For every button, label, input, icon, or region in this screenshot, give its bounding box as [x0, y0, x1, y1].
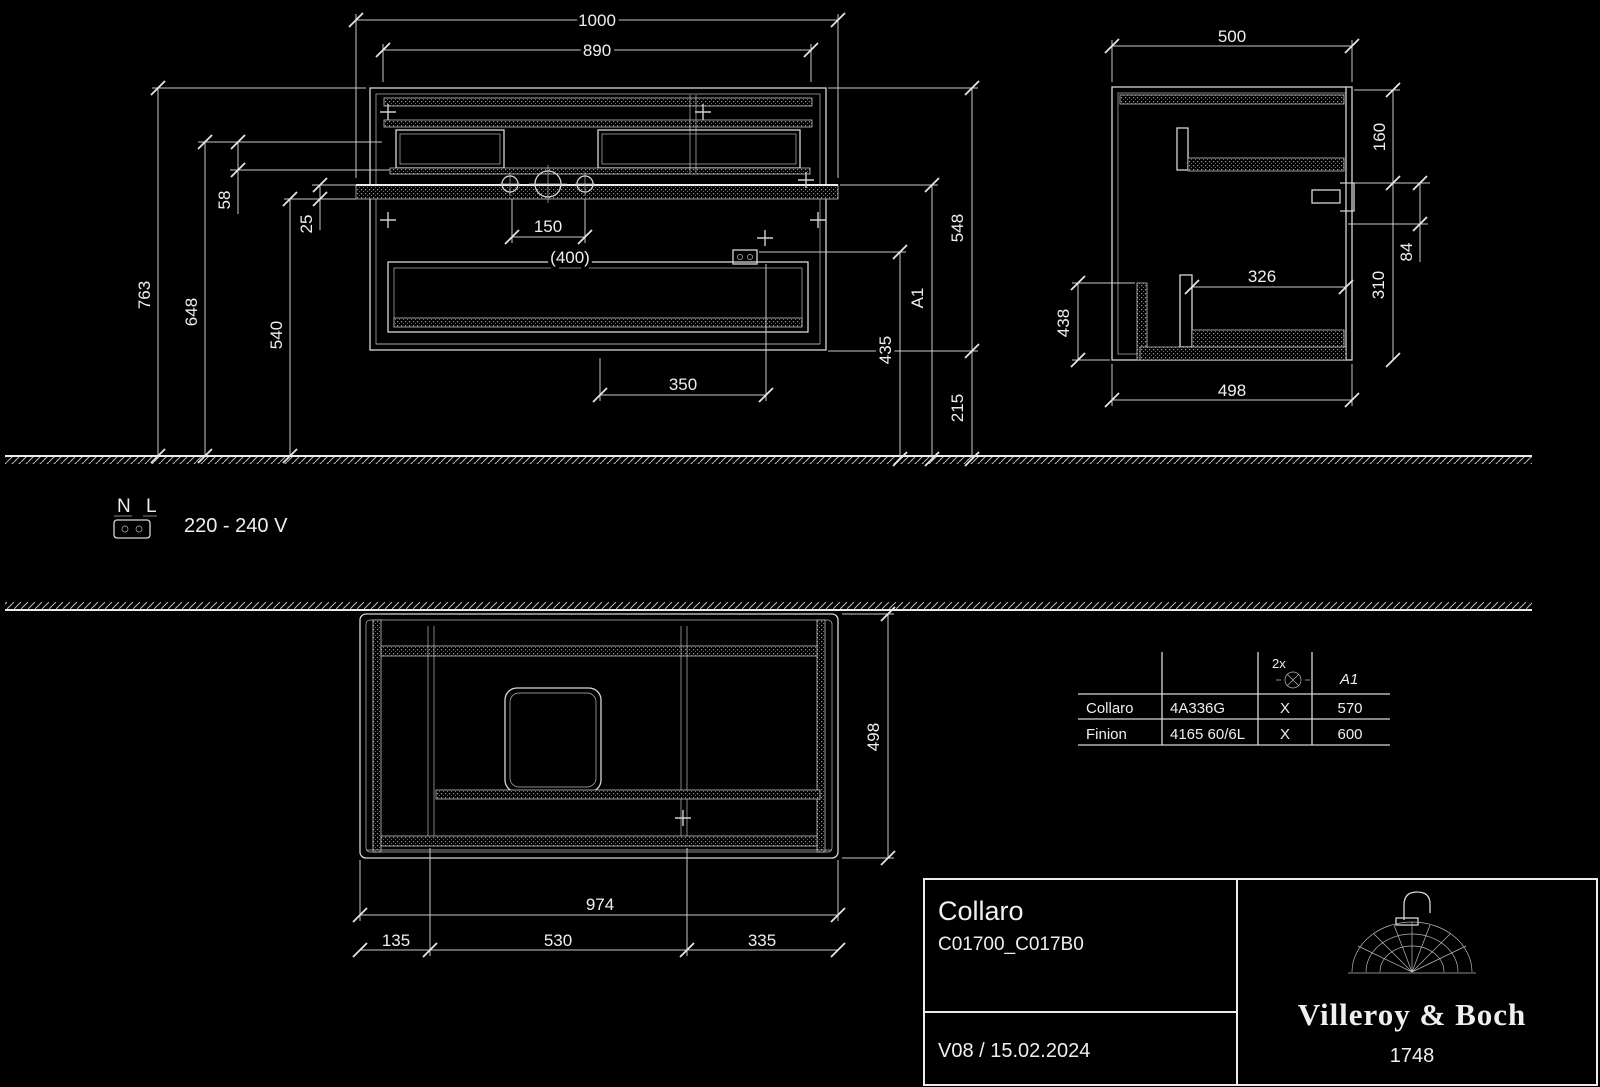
label-l: L — [146, 496, 157, 517]
dim-right-bracket: 84 — [1397, 243, 1416, 262]
basin-bowl — [504, 687, 602, 793]
table-row1-name: Collaro — [1086, 700, 1134, 717]
dim-seg-mid: 530 — [544, 931, 572, 950]
dim-seg-right: 335 — [748, 931, 776, 950]
product-codes: C01700_C017B0 — [938, 934, 1084, 955]
dim-total-height: 763 — [135, 281, 154, 309]
title-block: Collaro C01700_C017B0 V08 / 15.02.2024 V… — [923, 878, 1598, 1086]
drain-icon — [529, 165, 567, 203]
dim-outlet-height: 435 — [876, 336, 895, 364]
floor-line — [5, 455, 1532, 464]
screw-icon — [1276, 671, 1310, 689]
power-outlet-icon — [732, 249, 758, 265]
dim-ref-400: (400) — [550, 248, 590, 267]
side-view: 500 160 84 310 326 438 498 — [1051, 24, 1430, 408]
dim-inner-width: 890 — [583, 41, 611, 60]
dim-left-lower: 438 — [1054, 309, 1073, 337]
product-name: Collaro — [938, 896, 1024, 926]
front-view: 1000 890 763 648 540 58 25 150 (400) 350… — [132, 8, 980, 467]
table-row2-a1: 600 — [1337, 726, 1362, 743]
dim-depth-top: 500 — [1218, 27, 1246, 46]
table-row2-fit: X — [1280, 726, 1290, 743]
wall-bracket-icon — [1311, 182, 1355, 212]
dim-tap-spacing: 150 — [534, 217, 562, 236]
tap-hole-icon — [575, 172, 595, 196]
mains-connection-symbol: N L 220 - 240 V — [113, 493, 292, 541]
sheet-number: 1748 — [1390, 1045, 1435, 1067]
dim-plan-depth: 498 — [864, 723, 883, 751]
dim-gap-58: 58 — [215, 191, 234, 210]
dim-deck-25: 25 — [297, 215, 316, 234]
table-row2-article: 4165 60/6L — [1170, 726, 1245, 743]
plan-view: 974 135 530 335 498 — [352, 606, 896, 958]
brand-name: Villeroy & Boch — [1298, 997, 1527, 1032]
dim-below-cabinet: 215 — [948, 394, 967, 422]
table-row1-a1: 570 — [1337, 700, 1362, 717]
vb-logo-icon — [1348, 891, 1476, 974]
socket-icon — [113, 519, 151, 539]
dim-depth-bottom: 498 — [1218, 381, 1246, 400]
table-header-qty: 2x — [1272, 656, 1286, 671]
dim-right-top: 160 — [1370, 123, 1389, 151]
dim-a1-ref: A1 — [908, 288, 927, 309]
version-date: V08 / 15.02.2024 — [938, 1040, 1090, 1062]
side-dimensions — [1070, 38, 1430, 408]
tap-hole-icon — [500, 172, 520, 196]
dim-seg-left: 135 — [382, 931, 410, 950]
dim-mid-height: 648 — [182, 298, 201, 326]
table-header-a1: A1 — [1339, 671, 1358, 688]
dim-right-lower: 310 — [1369, 271, 1388, 299]
table-row1-fit: X — [1280, 700, 1290, 717]
table-row2-name: Finion — [1086, 726, 1127, 743]
front-dimensions — [150, 12, 980, 467]
accessory-table: 2x A1 Collaro 4A336G X 570 Finion 4165 6… — [1078, 652, 1390, 747]
voltage-label: 220 - 240 V — [184, 515, 288, 537]
dim-cabinet-height: 548 — [948, 214, 967, 242]
dim-drain-offset: 350 — [669, 375, 697, 394]
plan-dimensions — [352, 606, 896, 958]
washbasin-deck — [355, 184, 839, 200]
dim-overall-width: 1000 — [578, 11, 616, 30]
label-n: N — [117, 496, 131, 517]
dim-lower-height: 540 — [267, 321, 286, 349]
table-row1-article: 4A336G — [1170, 700, 1225, 717]
wall-section-line — [5, 602, 1532, 611]
dim-plan-width: 974 — [586, 895, 614, 914]
dim-inner-depth: 326 — [1248, 267, 1276, 286]
